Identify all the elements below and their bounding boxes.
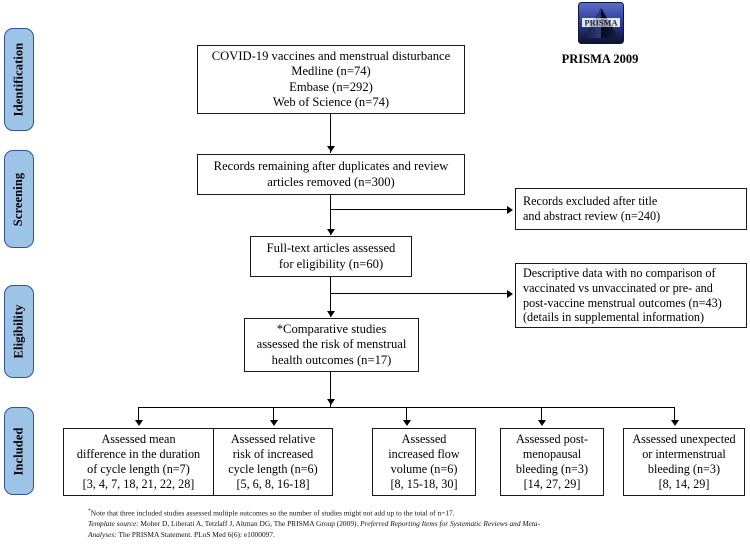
- stage-label-text: Eligibility: [11, 304, 26, 359]
- box-line: risk of increased: [232, 447, 314, 462]
- box-line: [8, 15-18, 30]: [390, 476, 458, 491]
- prisma-logo: PRISMA: [578, 2, 624, 44]
- footnote-line-2: Template source: Moher D, Liberati A, Te…: [88, 519, 738, 530]
- connector-arrow: [402, 420, 411, 426]
- connector-arrow: [507, 205, 513, 214]
- box-line: Full-text articles assessed: [266, 241, 396, 256]
- box-line: Medline (n=74): [291, 64, 371, 79]
- box-fulltext-assessed: Full-text articles assessed for eligibil…: [250, 236, 412, 277]
- connector-line: [330, 372, 332, 407]
- box-line: or intermenstrual: [642, 447, 726, 462]
- footnote-line-3: Analyses: The PRISMA Statement. PLoS Med…: [88, 530, 738, 541]
- box-line: [5, 6, 8, 16-18]: [236, 476, 310, 491]
- connector-line: [330, 114, 332, 153]
- footnote-marker: *: [88, 508, 91, 514]
- connector-branch-line: [330, 209, 508, 211]
- box-line: for eligibility (n=60): [278, 256, 384, 271]
- prisma-logo-caption: PRISMA 2009: [561, 52, 639, 66]
- connector-arrow: [269, 420, 278, 426]
- box-line: [14, 27, 29]: [523, 476, 581, 491]
- footnote-text: Note that three included studies assesse…: [90, 508, 455, 518]
- connector-line: [273, 407, 275, 424]
- connector-arrow: [134, 420, 143, 426]
- box-outcome-increased-flow-volume: Assessed increased flow volume (n=6) [8,…: [372, 428, 476, 496]
- box-line: Records excluded after title: [523, 194, 658, 209]
- box-line: [3, 4, 7, 18, 21, 22, 28]: [82, 476, 195, 491]
- footnote-source-text: Moher D, Liberati A, Tetzlaff J, Altman …: [138, 518, 361, 528]
- box-line: Descriptive data with no comparison of: [523, 265, 716, 280]
- box-line: COVID-19 vaccines and menstrual disturba…: [211, 48, 451, 63]
- stage-label-text: Included: [11, 426, 26, 476]
- box-records-identified: COVID-19 vaccines and menstrual disturba…: [197, 45, 465, 114]
- box-line: menopausal: [522, 447, 582, 462]
- box-records-remaining: Records remaining after duplicates and r…: [197, 154, 465, 195]
- connector-line: [406, 407, 408, 424]
- box-line: cycle length (n=6): [228, 462, 318, 476]
- connector-line: [330, 195, 332, 235]
- box-line: Assessed post-: [515, 432, 589, 447]
- footnote-source-title-a: Preferred Reporting Items for Systematic…: [360, 518, 541, 528]
- box-records-excluded: Records excluded after title and abstrac…: [515, 188, 747, 230]
- box-outcome-unexpected-or-intermenstrual-bleeding: Assessed unexpected or intermenstrual bl…: [623, 428, 745, 496]
- footnote-source-label: Template source:: [88, 518, 139, 528]
- box-line: health outcomes (n=17): [271, 352, 392, 367]
- connector-arrow: [537, 420, 546, 426]
- box-line: Assessed: [401, 432, 447, 447]
- box-line: Embase (n=292): [289, 79, 373, 94]
- footnote: *Note that three included studies assess…: [88, 508, 738, 540]
- connector-line: [138, 407, 140, 424]
- box-line: articles removed (n=300): [267, 174, 395, 189]
- stage-label-included: Included: [4, 407, 34, 495]
- box-comparative-studies: *Comparative studies assessed the risk o…: [244, 318, 419, 372]
- connector-arrow: [326, 399, 335, 405]
- prisma-logo-text: PRISMA: [584, 19, 617, 28]
- box-line: difference in the duration: [76, 447, 201, 462]
- box-line: of cycle length (n=7): [87, 462, 190, 476]
- box-line: volume (n=6): [390, 462, 458, 476]
- connector-line: [674, 407, 676, 424]
- box-line: Assessed unexpected: [632, 432, 736, 447]
- box-line: Assessed mean: [101, 432, 176, 447]
- stage-label-text: Identification: [11, 42, 26, 117]
- box-line: bleeding (n=3): [647, 462, 721, 476]
- box-line: post-vaccine menstrual outcomes (n=43): [523, 295, 722, 310]
- footnote-line-1: *Note that three included studies assess…: [88, 508, 738, 519]
- box-outcome-post-menopausal-bleeding: Assessed post- menopausal bleeding (n=3)…: [500, 428, 604, 496]
- box-line: assessed the risk of menstrual: [256, 337, 407, 352]
- connector-arrow: [326, 229, 335, 235]
- box-line: Records remaining after duplicates and r…: [213, 159, 449, 174]
- box-outcome-mean-difference-cycle-length: Assessed mean difference in the duration…: [63, 428, 214, 496]
- box-line: [8, 14, 29]: [658, 476, 710, 491]
- box-line: Assessed relative: [230, 432, 316, 447]
- stage-label-screening: Screening: [4, 150, 34, 248]
- connector-arrow: [326, 311, 335, 317]
- box-outcome-relative-risk-increased-cycle-length: Assessed relative risk of increased cycl…: [213, 428, 333, 496]
- connector-branch-line: [330, 293, 508, 295]
- stage-label-text: Screening: [11, 172, 26, 226]
- connector-line: [541, 407, 543, 424]
- box-line: bleeding (n=3): [515, 462, 589, 476]
- box-line: *Comparative studies: [276, 321, 387, 336]
- box-line: Web of Science (n=74): [272, 94, 390, 109]
- box-line: and abstract review (n=240): [523, 209, 661, 223]
- box-line: increased flow: [388, 447, 460, 462]
- stage-label-eligibility: Eligibility: [4, 285, 34, 378]
- footnote-source-title-b: Analyses:: [88, 529, 117, 539]
- connector-arrow: [326, 146, 335, 152]
- connector-line: [330, 277, 332, 317]
- box-descriptive-excluded: Descriptive data with no comparison of v…: [515, 263, 747, 328]
- connector-arrow: [670, 420, 679, 426]
- stage-label-identification: Identification: [4, 28, 34, 131]
- box-line: vaccinated vs unvaccinated or pre- and: [523, 280, 713, 295]
- box-line: (details in supplemental information): [523, 310, 705, 325]
- connector-arrow: [507, 289, 513, 298]
- footnote-source-citation: The PRISMA Statement. PLoS Med 6(6): e10…: [116, 529, 275, 539]
